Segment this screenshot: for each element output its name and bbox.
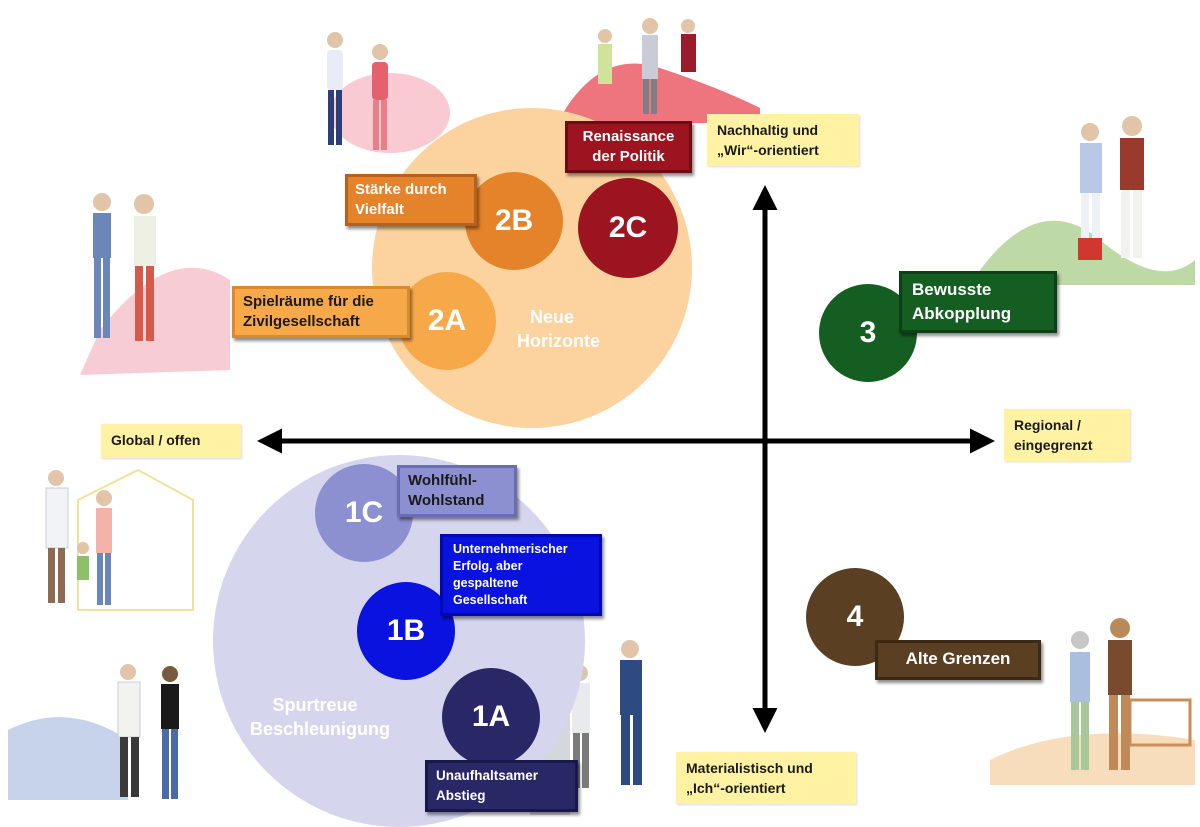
illustration-bottom-right-couple	[990, 618, 1195, 785]
scenario-2a-circle[interactable]: 2A	[398, 272, 496, 370]
axis-label-left: Global / offen	[101, 424, 241, 458]
illustration-left-couple	[80, 193, 230, 375]
illustration-top-center-group	[560, 18, 760, 123]
scenario-1b-circle[interactable]: 1B	[357, 582, 455, 680]
illustration-bottom-left-couple	[8, 664, 179, 800]
scenario-1c-circle[interactable]: 1C	[315, 464, 413, 562]
illustration-left-family	[45, 468, 194, 611]
axis-label-right: Regional /eingegrenzt	[1004, 409, 1130, 461]
scenario-2c-circle[interactable]: 2C	[578, 178, 678, 278]
scenario-2b-circle[interactable]: 2B	[465, 172, 563, 270]
neue-horizonte-label: Neue Horizonte	[517, 307, 600, 351]
axis-label-top: Nachhaltig und„Wir“-orientiert	[707, 114, 859, 166]
scenario-4-tag: Alte Grenzen	[875, 640, 1041, 680]
scenario-1c-tag: Wohlfühl-Wohlstand	[397, 465, 517, 517]
illustration-top-left-couple	[327, 32, 450, 153]
spurtreue-label: Spurtreue Beschleunigung	[250, 695, 391, 739]
illustration-right-top-couple	[980, 116, 1195, 285]
scenario-1a-circle[interactable]: 1A	[442, 668, 540, 766]
axis-label-bottom: Materialistisch und„Ich“-orientiert	[676, 752, 856, 804]
